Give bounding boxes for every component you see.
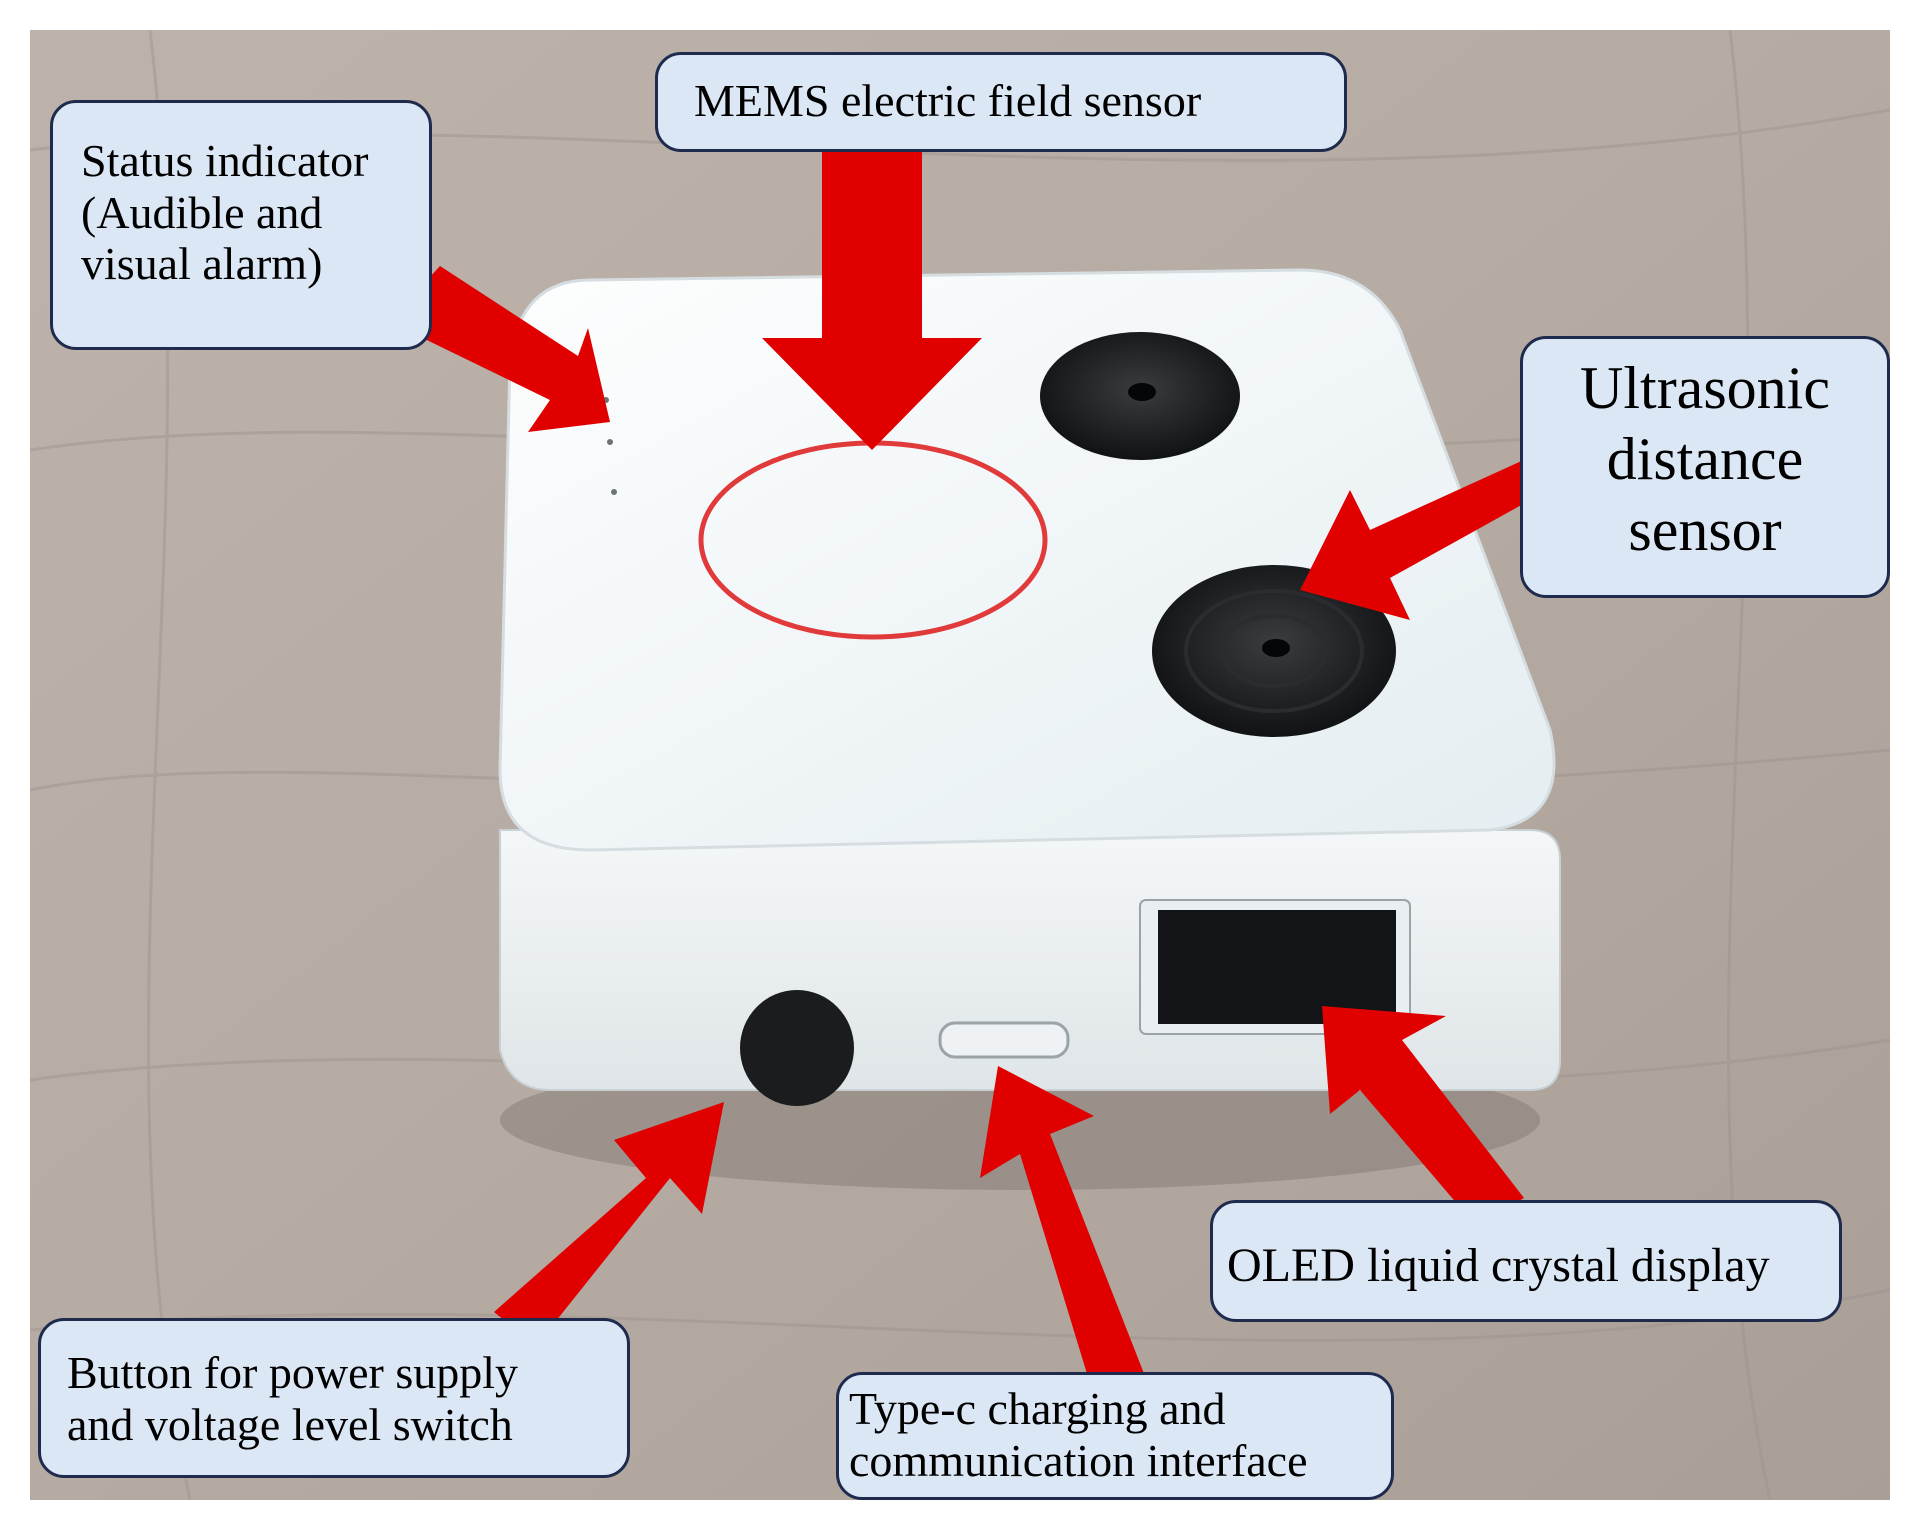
power-button <box>740 990 854 1106</box>
status-led-3 <box>611 489 617 495</box>
status-led-2 <box>607 439 613 445</box>
arrow-status <box>398 266 610 432</box>
arrow-button <box>494 1102 724 1346</box>
arrow-mems <box>762 132 982 450</box>
arrow-type-c <box>980 1066 1145 1400</box>
label-line: OLED liquid crystal display <box>1227 1239 1770 1292</box>
arrow-ultrasonic <box>1300 448 1570 620</box>
ultrasonic-transducer-top <box>1040 332 1240 460</box>
type-c-port <box>938 1021 1070 1059</box>
arrow-oled <box>1322 1006 1524 1226</box>
label-line: Ultrasonic <box>1580 355 1830 421</box>
label-line: distance <box>1606 425 1804 492</box>
label-ultrasonic-sensor: Ultrasonic distance sensor <box>1520 336 1890 598</box>
label-line: (Audible and <box>81 186 323 238</box>
label-line: Button for power supply <box>67 1347 519 1398</box>
oled-display-screen <box>1158 910 1396 1024</box>
label-type-c-interface: Type-c charging and communication interf… <box>836 1372 1394 1500</box>
label-line: Status indicator <box>81 135 369 186</box>
ultrasonic-transducer-bottom <box>1152 565 1396 737</box>
label-line: communication interface <box>849 1434 1308 1486</box>
label-line: MEMS electric field sensor <box>694 75 1202 126</box>
label-power-button: Button for power supply and voltage leve… <box>38 1318 630 1478</box>
label-line: visual alarm) <box>81 238 323 290</box>
label-oled-display: OLED liquid crystal display <box>1210 1200 1842 1322</box>
label-line: and voltage level switch <box>67 1398 513 1450</box>
label-mems-sensor: MEMS electric field sensor <box>655 52 1347 152</box>
device-photo <box>30 30 1890 1500</box>
label-line: sensor <box>1628 496 1782 563</box>
pointer-arrows <box>398 132 1570 1400</box>
label-status-indicator: Status indicator (Audible and visual ala… <box>50 100 432 350</box>
label-line: Type-c charging and <box>849 1383 1226 1434</box>
